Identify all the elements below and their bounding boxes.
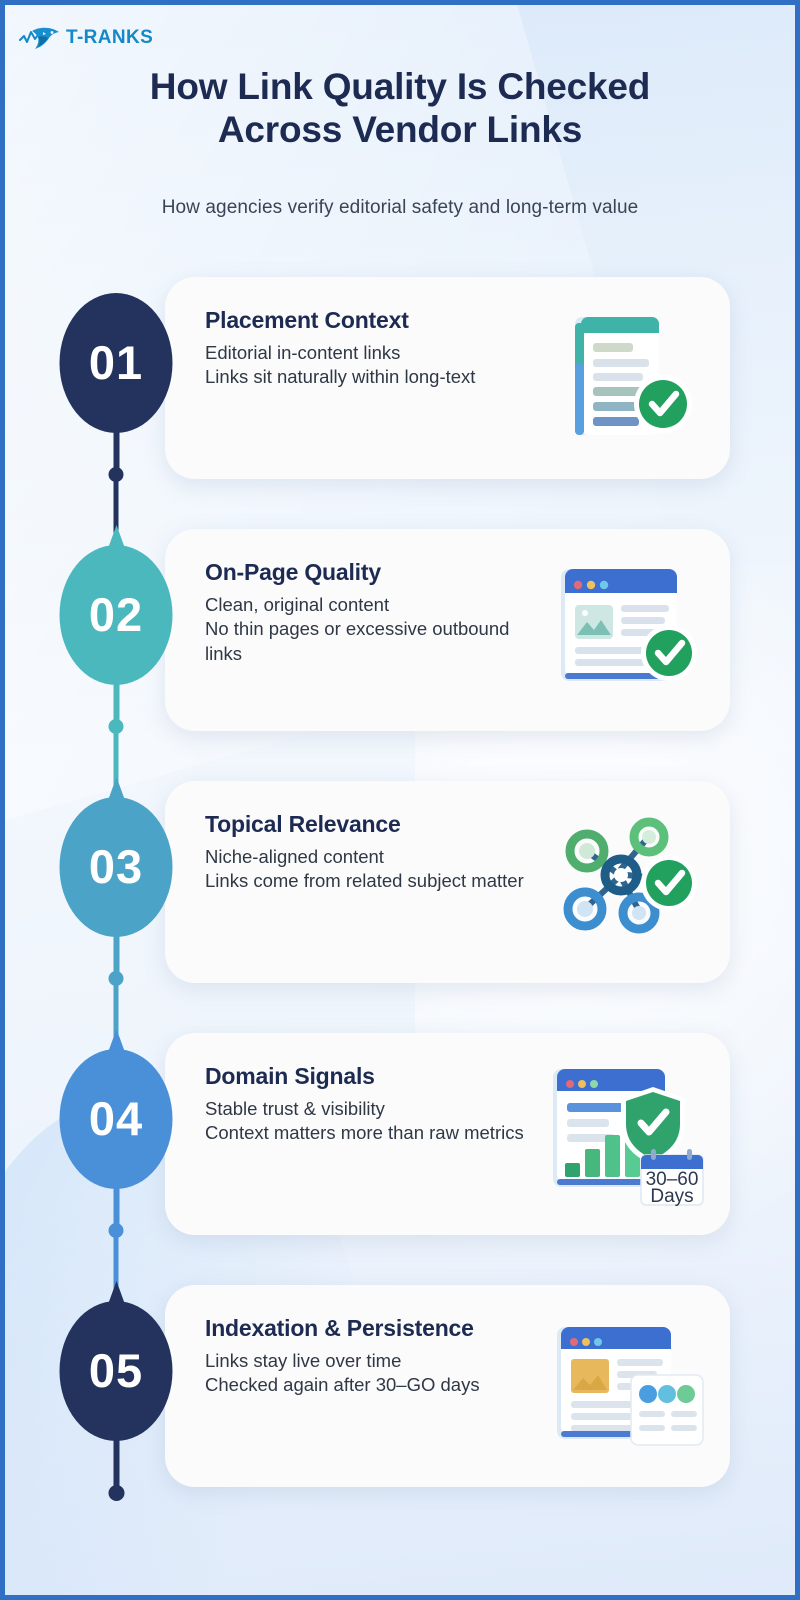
badge-tip [108,1281,124,1303]
step-card[interactable]: On-Page Quality Clean, original content … [165,529,730,731]
step-badge: 03 [59,777,173,986]
page-title-line-2: Across Vendor Links [217,109,583,151]
step-title: Topical Relevance [205,811,401,837]
step-number: 04 [88,1091,144,1145]
step-card[interactable]: Topical Relevance Niche-aligned content … [165,781,730,983]
brand-logo[interactable]: T-RANKS [19,23,153,53]
shark-logo-icon [19,23,63,53]
document-check-icon [545,303,710,453]
steps-timeline: Placement Context Editorial in-content l… [5,277,795,1549]
step-item: On-Page Quality Clean, original content … [5,525,795,797]
badge-dot [108,719,124,734]
step-card[interactable]: Placement Context Editorial in-content l… [165,277,730,479]
step-line-2: Links come from related subject matter [205,870,524,892]
step-badge-circle: 04 [59,1029,173,1189]
browser-article-check-icon [545,555,710,705]
step-badge: 04 [59,1029,173,1238]
brand-logo-text: T-RANKS [66,27,154,48]
step-number: 02 [88,587,144,641]
step-card[interactable]: Domain Signals Stable trust & visibility… [165,1033,730,1235]
calendar-line-2: Days [650,1186,693,1207]
bar-chart-shield-calendar-icon: 30–60 Days [545,1059,710,1209]
step-title: Placement Context [205,307,409,333]
step-item: Placement Context Editorial in-content l… [5,277,795,545]
badge-stem [113,1435,119,1487]
badge-dot [108,1485,124,1501]
badge-stem [113,427,119,469]
badge-stem [113,1183,119,1225]
step-line-2: Checked again after 30–GO days [205,1374,480,1396]
step-line-2: No thin pages or excessive outbound link… [205,618,510,664]
badge-dot [108,1223,124,1238]
step-badge-circle: 05 [59,1281,173,1441]
badge-dot [108,467,124,482]
step-line-2: Context matters more than raw metrics [205,1122,524,1144]
browser-cards-icon [545,1311,710,1461]
badge-tip [108,525,124,547]
badge-stem [113,679,119,721]
step-line-2: Links sit naturally within long-text [205,366,476,388]
step-line-1: Editorial in-content links [205,342,401,363]
step-line-1: Stable trust & visibility [205,1098,385,1119]
step-badge-circle: 03 [59,777,173,937]
step-title: Domain Signals [205,1063,375,1089]
step-card[interactable]: Indexation & Persistence Links stay live… [165,1285,730,1487]
step-badge-circle: 01 [59,293,173,433]
timeline-connector [113,931,119,1049]
page-subtitle: How agencies verify editorial safety and… [161,197,639,218]
step-line-1: Niche-aligned content [205,846,384,867]
network-nodes-check-icon [545,807,710,957]
step-title: On-Page Quality [205,559,381,585]
step-badge: 02 [59,525,173,734]
badge-tip [108,777,124,799]
step-line-1: Clean, original content [205,594,390,615]
step-badge: 01 [59,293,173,482]
page-title-line-1: How Link Quality Is Checked [149,66,651,107]
step-badge: 05 [59,1281,173,1501]
step-item: Topical Relevance Niche-aligned content … [5,777,795,1049]
step-number: 03 [88,839,144,893]
page-title: How Link Quality Is Checked Across Vendo… [55,65,745,152]
step-line-1: Links stay live over time [205,1350,402,1371]
step-title: Indexation & Persistence [205,1315,474,1341]
step-item: Indexation & Persistence Links stay live… [5,1281,795,1549]
badge-dot [108,971,124,986]
step-number: 01 [88,335,144,389]
step-number: 05 [88,1343,144,1397]
badge-stem [113,931,119,973]
step-badge-circle: 02 [59,525,173,685]
badge-tip [108,1029,124,1051]
step-item: Domain Signals Stable trust & visibility… [5,1029,795,1301]
